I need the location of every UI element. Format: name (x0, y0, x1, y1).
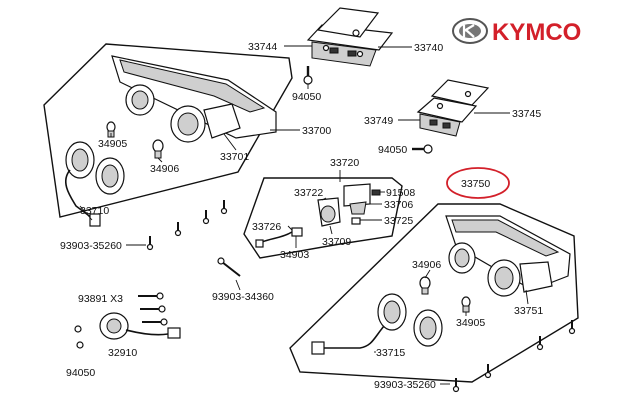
lamp-module-33720-parts (255, 183, 381, 248)
label-33706: 33706 (384, 199, 413, 211)
label-33710: 33710 (80, 205, 109, 217)
label-94050-mid: 94050 (378, 144, 407, 156)
screw-94050-top (303, 66, 313, 85)
label-94050-top: 94050 (292, 91, 321, 103)
label-93891-x3: 93891 X3 (78, 293, 123, 305)
label-34906-right: 34906 (412, 259, 441, 271)
label-33720: 33720 (330, 157, 359, 169)
label-34905-left: 34905 (98, 138, 127, 150)
label-33722: 33722 (294, 187, 323, 199)
label-33726: 33726 (252, 221, 281, 233)
right-taillight-housing (445, 215, 571, 297)
left-taillight-housing (111, 55, 277, 143)
screws-93903-35260-right (452, 320, 576, 393)
label-93903-35260-right: 93903-35260 (374, 379, 436, 391)
label-33725: 33725 (384, 215, 413, 227)
label-33751: 33751 (514, 305, 543, 317)
label-33744: 33744 (248, 41, 277, 53)
label-34905-right: 34905 (456, 317, 485, 329)
highlight-circle-33750 (446, 167, 510, 199)
socket-harness-33715 (311, 293, 443, 355)
right-taillight-group-frame (289, 203, 579, 383)
center-group-frame (243, 177, 403, 259)
label-32910: 32910 (108, 347, 137, 359)
label-33709: 33709 (322, 236, 351, 248)
label-33700: 33700 (302, 125, 331, 137)
label-93903-34360: 93903-34360 (212, 291, 274, 303)
label-33750: 33750 (461, 178, 490, 190)
socket-32910 (74, 312, 181, 349)
brand-name: KYMCO (492, 19, 581, 46)
bulb-34906-right (419, 276, 431, 295)
screws-93903-35260-left (146, 200, 228, 251)
kymco-k-logo-icon (452, 18, 488, 44)
license-lamp-assembly (306, 7, 394, 67)
leader-lines (79, 45, 529, 385)
license-lamp-small (416, 79, 490, 137)
screw-94050-mid (412, 144, 433, 154)
label-34906-left: 34906 (150, 163, 179, 175)
left-taillight-group-frame (43, 43, 293, 218)
label-93903-35260-left: 93903-35260 (60, 240, 122, 252)
socket-harness-33710 (65, 141, 125, 227)
label-33749: 33749 (364, 115, 393, 127)
bulb-34906-left (152, 139, 164, 159)
label-34903: 34903 (280, 249, 309, 261)
label-91508: 91508 (386, 187, 415, 199)
label-33715: 33715 (376, 347, 405, 359)
label-94050-bottom: 94050 (66, 367, 95, 379)
label-33701: 33701 (220, 151, 249, 163)
label-33745: 33745 (512, 108, 541, 120)
bulb-34905-right (461, 296, 471, 313)
screw-93903-34360 (217, 257, 241, 277)
label-33740: 33740 (414, 42, 443, 54)
screws-93891 (138, 292, 168, 326)
